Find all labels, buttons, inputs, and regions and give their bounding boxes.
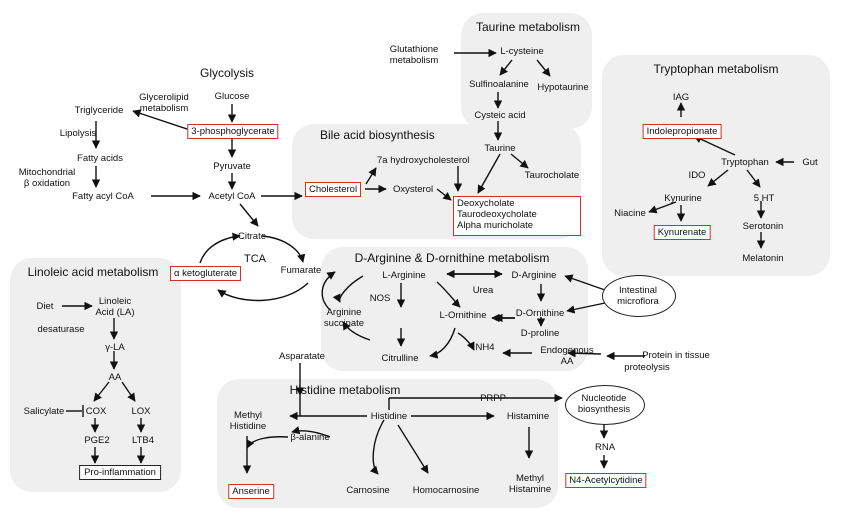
deoxycholate-label: Deoxycholate bbox=[457, 198, 515, 209]
prpp-label: PRPP bbox=[480, 393, 506, 404]
cholesterol-highlight: Cholesterol bbox=[305, 182, 362, 197]
histidine-label: Histidine bbox=[370, 411, 408, 422]
fatty-acids-label: Fatty acids bbox=[77, 153, 123, 164]
histidine-region bbox=[217, 379, 558, 508]
tryptophan-region bbox=[602, 55, 830, 276]
urea-label: Urea bbox=[472, 285, 494, 296]
iag-label: IAG bbox=[672, 92, 690, 103]
n4-acetylcytidine-highlight: N4-Acetylcytidine bbox=[565, 473, 647, 488]
pro-inflammation-box: Pro-inflammation bbox=[79, 465, 161, 480]
linoleic-title: Linoleic acid metabolism bbox=[27, 265, 159, 279]
indolepropionate-highlight: Indolepropionate bbox=[642, 124, 722, 139]
fumarate-label: Fumarate bbox=[280, 265, 322, 276]
intestinal-microflora-ellipse bbox=[602, 275, 676, 317]
homocarnosine-label: Homocarnosine bbox=[412, 485, 480, 496]
salicylate-label: Salicylate bbox=[23, 406, 65, 417]
bile-acid-title: Bile acid biosynthesis bbox=[320, 128, 435, 142]
oxysterol-label: Oxysterol bbox=[393, 184, 434, 195]
d-arginine-label: D-Arginine bbox=[511, 270, 557, 281]
glycolysis-title: Glycolysis bbox=[199, 66, 255, 80]
gut-label: Gut bbox=[802, 157, 818, 168]
serotonin-label: Serotonin bbox=[742, 221, 784, 232]
l-ornithine-label: L-Ornithine bbox=[439, 310, 487, 321]
protein-in-tissue-label: Protein in tissue bbox=[642, 350, 710, 361]
triglyceride-label: Triglyceride bbox=[74, 105, 124, 116]
desaturase-label: desaturase bbox=[37, 324, 85, 335]
kynurenate-highlight: Kynurenate bbox=[653, 225, 711, 240]
taurocholate-label: Taurocholate bbox=[524, 170, 580, 181]
sulfinoalanine-label: Sulfinoalanine bbox=[469, 79, 529, 90]
kynurine-label: Kynurine bbox=[664, 193, 702, 204]
a-ketogluterate-highlight: α ketogluterate bbox=[170, 266, 242, 281]
beta-alanine-label: β-alanine bbox=[290, 432, 330, 443]
tca-label: TCA bbox=[244, 253, 266, 265]
anserine-highlight: Anserine bbox=[228, 484, 274, 499]
pge2-label: PGE2 bbox=[84, 435, 110, 446]
gamma-la-label: γ-LA bbox=[105, 342, 125, 353]
bile-acids-highlight: Deoxycholate Taurodeoxycholate Alpha mur… bbox=[453, 196, 581, 236]
alpha-muricholate-label: Alpha muricholate bbox=[457, 220, 534, 231]
taurine-region bbox=[461, 13, 592, 129]
taurine-label: Taurine bbox=[484, 143, 516, 154]
lipolysis-label: Lipolysis bbox=[59, 128, 97, 139]
ltb4-label: LTB4 bbox=[131, 435, 155, 446]
lox-label: LOX bbox=[131, 406, 151, 417]
3-phosphoglycerate-highlight: 3-phosphoglycerate bbox=[187, 124, 279, 139]
glucose-label: Glucose bbox=[214, 91, 250, 102]
hypotaurine-label: Hypotaurine bbox=[537, 82, 589, 93]
arginine-title: D-Arginine & D-ornithine metabolism bbox=[354, 251, 550, 265]
cysteic-acid-label: Cysteic acid bbox=[474, 110, 526, 121]
5ht-label: 5 HT bbox=[753, 193, 775, 204]
carnosine-label: Carnosine bbox=[346, 485, 390, 496]
tryptophan-label: Tryptophan bbox=[721, 157, 769, 168]
d-ornithine-label: D-Ornithine bbox=[515, 308, 565, 319]
histidine-title: Histidine metabolism bbox=[289, 383, 401, 397]
nos-label: NOS bbox=[369, 293, 391, 304]
arginine-region bbox=[321, 247, 588, 371]
histamine-label: Histamine bbox=[506, 411, 550, 422]
diet-label: Diet bbox=[36, 301, 54, 312]
melatonin-label: Melatonin bbox=[742, 253, 784, 264]
aa-label: AA bbox=[108, 372, 122, 383]
cox-label: COX bbox=[85, 406, 107, 417]
asparatate-label: Asparatate bbox=[279, 351, 325, 362]
l-cysteine-label: L-cysteine bbox=[500, 46, 544, 57]
nh4-label: NH4 bbox=[475, 342, 495, 353]
niacine-label: Niacine bbox=[614, 208, 646, 219]
taurine-title: Taurine metabolism bbox=[475, 20, 581, 34]
proteolysis-label: proteolysis bbox=[624, 362, 670, 373]
d-proline-label: D-proline bbox=[520, 328, 560, 339]
ido-label: IDO bbox=[688, 170, 706, 181]
fatty-acyl-coa-label: Fatty acyl CoA bbox=[72, 191, 134, 202]
7a-hydroxycholesterol-label: 7a hydroxycholesterol bbox=[377, 155, 470, 166]
citrate-label: Citrate bbox=[238, 231, 266, 242]
rna-label: RNA bbox=[594, 442, 616, 453]
taurodeoxycholate-label: Taurodeoxycholate bbox=[457, 209, 537, 220]
citrulline-label: Citrulline bbox=[381, 353, 419, 364]
nucleotide-biosynthesis-ellipse bbox=[565, 385, 645, 425]
tryptophan-title: Tryptophan metabolism bbox=[653, 62, 779, 76]
acetyl-coa-label: Acetyl CoA bbox=[208, 191, 256, 202]
l-arginine-label: L-Arginine bbox=[382, 270, 426, 281]
pyruvate-label: Pyruvate bbox=[213, 161, 251, 172]
